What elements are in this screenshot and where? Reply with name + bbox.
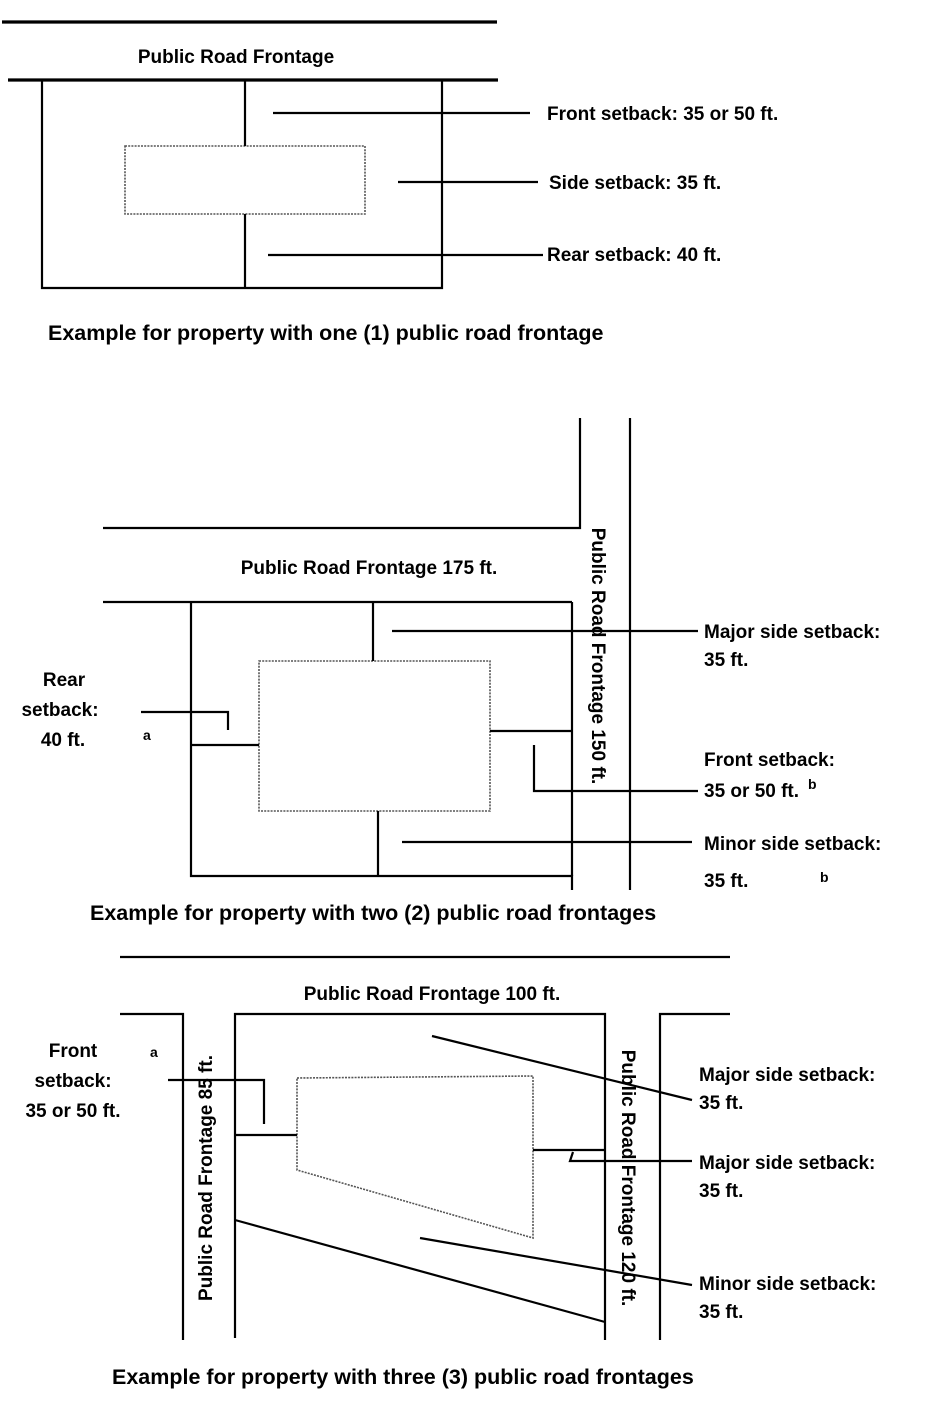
diagram-two-frontages: Public Road Frontage 175 ft. Public Road…	[21, 418, 881, 925]
front-footnote-marker: a	[150, 1044, 158, 1060]
front-setback-label-line1: Front	[49, 1041, 98, 1062]
caption: Example for property with one (1) public…	[48, 321, 604, 345]
front-setback-label-line1: Front setback:	[704, 750, 835, 771]
front-setback-label-line2: 35 or 50 ft.	[704, 781, 799, 802]
minor-side-leader	[419, 1236, 693, 1287]
major-side-label-line2: 35 ft.	[704, 650, 748, 671]
minor-side-dimension	[234, 1218, 606, 1324]
road-right-label: Public Road Frontage 120 ft.	[617, 1050, 638, 1307]
minor-side-label-line2: 35 ft.	[704, 871, 748, 892]
front-setback-label-line2: setback:	[34, 1071, 111, 1092]
building-footprint	[124, 145, 366, 215]
front-setback-leader	[532, 745, 698, 793]
road-right-far-edge	[658, 1012, 730, 1340]
caption: Example for property with three (3) publ…	[112, 1365, 694, 1389]
caption: Example for property with two (2) public…	[90, 901, 656, 925]
front-setback-label: Front setback: 35 or 50 ft.	[547, 104, 778, 125]
rear-setback-label-line2: setback:	[21, 700, 98, 721]
diagram-three-frontages: Public Road Frontage 100 ft. Public Road…	[25, 955, 876, 1389]
road-label: Public Road Frontage	[138, 47, 334, 68]
major-side-label-line1: Major side setback:	[704, 622, 880, 643]
road-top-label: Public Road Frontage 100 ft.	[304, 984, 561, 1005]
rear-setback-leader	[141, 710, 230, 730]
road-left-far-edge	[120, 1012, 185, 1340]
minor-side-label-line2: 35 ft.	[699, 1302, 743, 1323]
rear-setback-label-line1: Rear	[43, 670, 86, 691]
rear-setback-label-line3: 40 ft.	[41, 730, 85, 751]
side-setback-label: Side setback: 35 ft.	[549, 173, 721, 194]
building-footprint	[296, 1075, 534, 1240]
road-top-label: Public Road Frontage 175 ft.	[241, 558, 498, 579]
building-footprint	[258, 660, 491, 812]
minor-side-label-line1: Minor side setback:	[704, 834, 881, 855]
lot-boundary	[189, 602, 574, 890]
major-side2-label-line1: Major side setback:	[699, 1153, 875, 1174]
front-setback-leader	[168, 1078, 266, 1124]
front-setback-label-line3: 35 or 50 ft.	[25, 1101, 120, 1122]
minor-footnote-marker: b	[820, 869, 829, 885]
major-side1-label-line1: Major side setback:	[699, 1065, 875, 1086]
major-side2-label-line2: 35 ft.	[699, 1181, 743, 1202]
lot-boundary	[233, 1012, 607, 1340]
lot-boundary	[40, 80, 444, 290]
major-side1-label-line2: 35 ft.	[699, 1093, 743, 1114]
major-side2-leader	[568, 1151, 692, 1163]
rear-setback-label: Rear setback: 40 ft.	[547, 245, 721, 266]
road-right-label: Public Road Frontage 150 ft.	[587, 528, 608, 785]
major-side1-leader	[431, 1034, 693, 1102]
road-left-label: Public Road Frontage 85 ft.	[196, 1055, 217, 1301]
minor-side-label-line1: Minor side setback:	[699, 1274, 876, 1295]
road-top-far-edge	[103, 418, 582, 530]
diagram-one-frontage: Public Road Frontage Front setback: 35 o…	[2, 20, 778, 345]
front-footnote-marker: b	[808, 776, 817, 792]
rear-footnote-marker: a	[143, 727, 151, 743]
